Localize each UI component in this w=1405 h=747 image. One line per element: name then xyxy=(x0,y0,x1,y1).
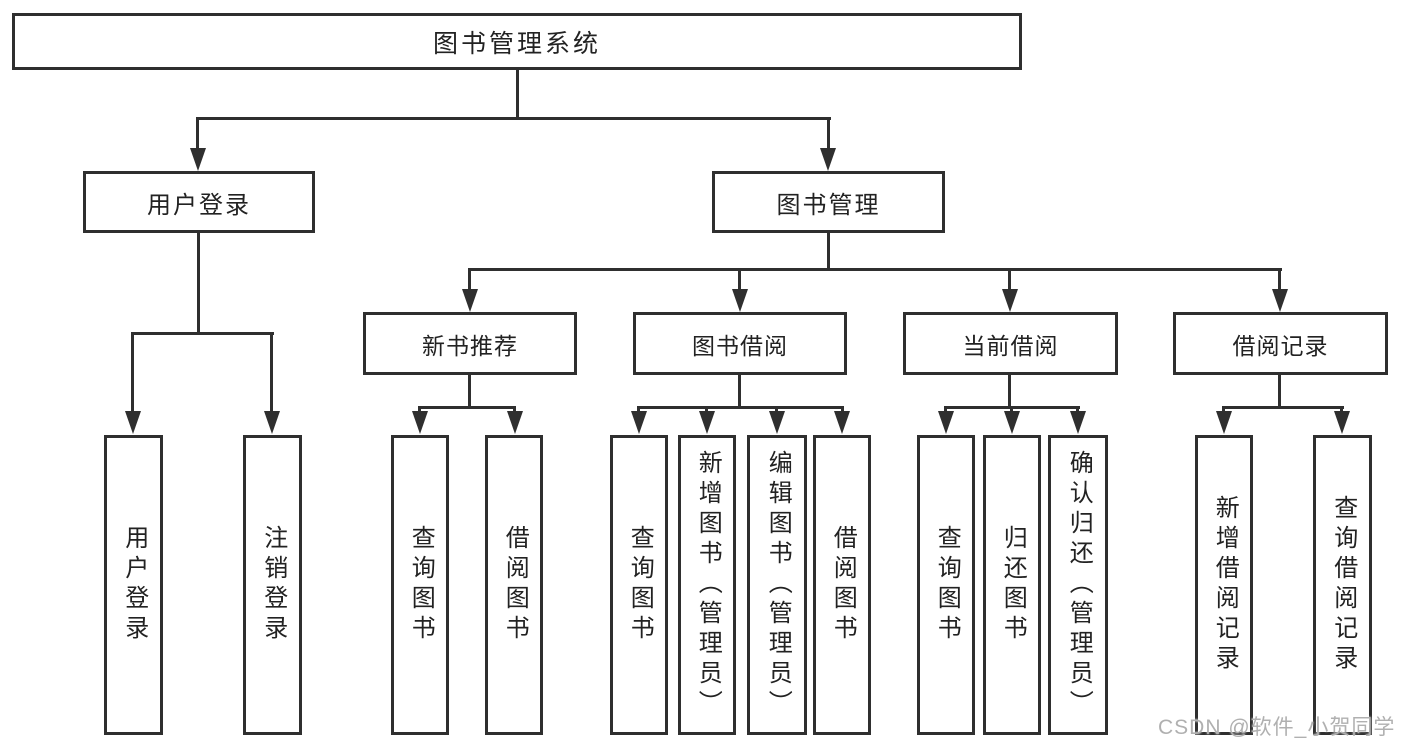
arrow-down-icon xyxy=(1334,411,1350,434)
arrow-down-icon xyxy=(462,289,478,312)
connector-line xyxy=(1008,268,1011,290)
connector-line xyxy=(705,406,708,414)
leaf-add-books-admin: 新增图书（管理员） xyxy=(678,435,736,735)
csdn-watermark: CSDN @软件_小贺同学 xyxy=(1158,716,1396,739)
leaf-query-borrow-record: 查询借阅记录 xyxy=(1313,435,1372,735)
node-borrowing-records: 借阅记录 xyxy=(1173,312,1388,375)
node-current-borrowing: 当前借阅 xyxy=(903,312,1118,375)
connector-line xyxy=(1076,406,1079,414)
arrow-down-icon xyxy=(412,411,428,434)
leaf-edit-books-admin: 编辑图书（管理员） xyxy=(747,435,807,735)
arrow-down-icon xyxy=(1272,289,1288,312)
leaf-return-books: 归还图书 xyxy=(983,435,1041,735)
connector-line xyxy=(197,233,200,333)
arrow-down-icon xyxy=(938,411,954,434)
leaf-logout: 注销登录 xyxy=(243,435,302,735)
leaf-label: 借阅图书 xyxy=(829,525,857,645)
arrow-down-icon xyxy=(507,411,523,434)
leaf-label: 注销登录 xyxy=(259,525,287,645)
arrow-down-icon xyxy=(1070,411,1086,434)
connector-line xyxy=(516,70,519,120)
connector-line xyxy=(1222,406,1225,414)
arrow-down-icon xyxy=(834,411,850,434)
connector-line xyxy=(1278,268,1281,290)
connector-line xyxy=(637,406,640,414)
arrow-down-icon xyxy=(264,411,280,434)
connector-line xyxy=(131,332,274,335)
arrow-down-icon xyxy=(125,411,141,434)
leaf-label: 查询图书 xyxy=(933,525,961,645)
arrow-down-icon xyxy=(631,411,647,434)
connector-line xyxy=(1008,375,1011,406)
leaf-add-borrow-record: 新增借阅记录 xyxy=(1195,435,1253,735)
connector-line xyxy=(418,406,421,414)
node-user-login: 用户登录 xyxy=(83,171,315,233)
connector-line xyxy=(468,268,1282,271)
connector-line xyxy=(738,268,741,290)
arrow-down-icon xyxy=(769,411,785,434)
leaf-borrow-books: 借阅图书 xyxy=(813,435,871,735)
leaf-label: 用户登录 xyxy=(120,525,148,645)
leaf-label: 确认归还（管理员） xyxy=(1065,450,1093,720)
arrow-down-icon xyxy=(1002,289,1018,312)
connector-line xyxy=(1278,375,1281,406)
leaf-user-login: 用户登录 xyxy=(104,435,163,735)
leaf-borrow-books-recommend: 借阅图书 xyxy=(485,435,543,735)
node-new-book-recommend: 新书推荐 xyxy=(363,312,577,375)
arrow-down-icon xyxy=(1216,411,1232,434)
leaf-label: 借阅图书 xyxy=(501,525,529,645)
arrow-down-icon xyxy=(1004,411,1020,434)
leaf-query-books-current: 查询图书 xyxy=(917,435,975,735)
node-book-management: 图书管理 xyxy=(712,171,945,233)
arrow-down-icon xyxy=(820,148,836,171)
connector-line xyxy=(827,233,830,271)
node-book-borrowing: 图书借阅 xyxy=(633,312,847,375)
connector-line xyxy=(513,406,516,414)
connector-line xyxy=(468,375,471,406)
connector-line xyxy=(1340,406,1343,414)
connector-line xyxy=(841,406,844,414)
leaf-query-books-borrowing: 查询图书 xyxy=(610,435,668,735)
arrow-down-icon xyxy=(699,411,715,434)
leaf-label: 新增图书（管理员） xyxy=(694,450,722,720)
connector-line xyxy=(775,406,778,414)
leaf-label: 查询借阅记录 xyxy=(1329,495,1357,675)
leaf-label: 查询图书 xyxy=(626,525,654,645)
connector-line xyxy=(196,117,199,149)
leaf-confirm-return-admin: 确认归还（管理员） xyxy=(1048,435,1108,735)
connector-line xyxy=(1222,406,1344,409)
arrow-down-icon xyxy=(732,289,748,312)
connector-line xyxy=(637,406,844,409)
connector-line xyxy=(197,117,831,120)
arrow-down-icon xyxy=(190,148,206,171)
node-library-management-system: 图书管理系统 xyxy=(12,13,1022,70)
connector-line xyxy=(944,406,947,414)
connector-line xyxy=(468,268,471,290)
leaf-label: 查询图书 xyxy=(407,525,435,645)
leaf-label: 归还图书 xyxy=(999,525,1027,645)
connector-line xyxy=(418,406,516,409)
leaf-label: 编辑图书（管理员） xyxy=(764,450,792,720)
connector-line xyxy=(738,375,741,406)
leaf-query-books-recommend: 查询图书 xyxy=(391,435,449,735)
leaf-label: 新增借阅记录 xyxy=(1211,495,1239,675)
connector-line xyxy=(827,117,830,149)
connector-line xyxy=(270,332,273,412)
connector-line xyxy=(1010,406,1013,414)
connector-line xyxy=(131,332,134,412)
